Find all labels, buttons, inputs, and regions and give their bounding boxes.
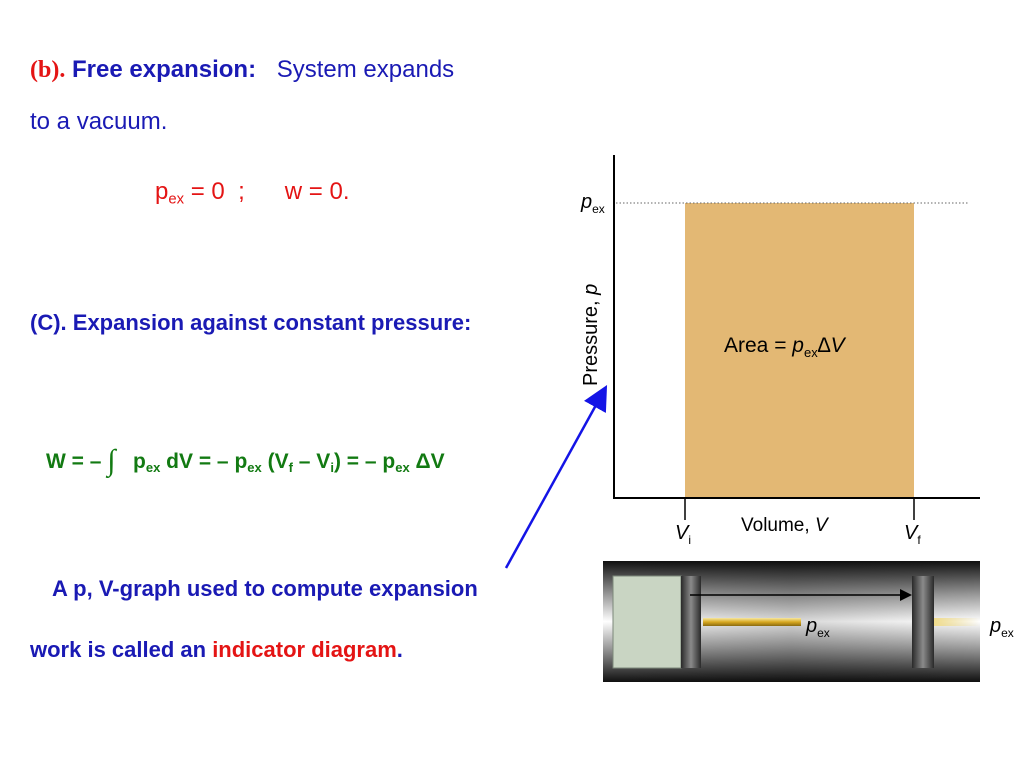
graph-pex-label: pex [580,191,605,216]
pointer-arrow [504,385,608,569]
work-lhs: W = – [46,450,108,473]
eq-sub-3: f [288,459,293,475]
vi-label: Vi [675,522,691,547]
eq-sub-2: ex [247,459,262,475]
eq-sub-4: i [330,459,334,475]
integral-sign: ∫ [107,444,116,477]
piston-pex-label-outer: pex [989,615,1014,640]
outer-rod [934,618,980,626]
piston-cylinder [603,561,980,682]
eq-term-5: ) = – p [333,450,396,473]
eq-sub-5: ex [395,459,410,475]
section-b-heading: Free expansion: [72,56,257,83]
final-piston [912,576,934,668]
pex-value: = 0 ; [184,178,285,205]
indicator-diagram-term: indicator diagram [212,637,397,662]
section-b-label: (b). [30,57,66,83]
section-c-heading: (C). Expansion against constant pressure… [30,310,472,335]
caption-line-1: A p, V-graph used to compute expansion [52,576,478,601]
caption-line-2: work is called an indicator diagram. [30,637,403,663]
section-b-text-2: to a vacuum. [30,108,168,135]
section-b-line: (b). Free expansion: System expands [30,56,454,84]
eq-term-3: (V [261,450,289,473]
caption-suffix: . [396,637,403,662]
pex-subscript: ex [168,191,185,208]
x-axis-label: Volume, V [741,515,830,536]
y-axis-label: Pressure, p [580,284,602,386]
pex-symbol: p [155,178,169,205]
section-b-text-1: System expands [276,56,455,83]
initial-piston [681,576,701,668]
eq-term-2: dV = – p [160,450,248,473]
eq-term-6: ΔV [409,450,445,473]
vf-label: Vf [904,522,921,547]
inner-rod [703,618,801,626]
area-label: Area = pex∆V [724,334,847,360]
eq-term-1: p [115,450,146,473]
piston-pex-label-inner: pex [805,615,830,640]
free-expansion-equation: pex = 0 ; w = 0. [155,178,350,208]
caption-prefix: work is called an [30,637,213,662]
work-area-rect [685,203,914,498]
work-value: w = 0. [284,178,350,205]
work-equation: W = – ∫ pex dV = – pex (Vf – Vi) = – pex… [46,444,445,478]
eq-sub-1: ex [145,459,161,475]
cylinder-end-block [612,575,682,669]
piston-travel-arrowhead [900,589,912,601]
eq-term-4: – V [292,450,331,473]
